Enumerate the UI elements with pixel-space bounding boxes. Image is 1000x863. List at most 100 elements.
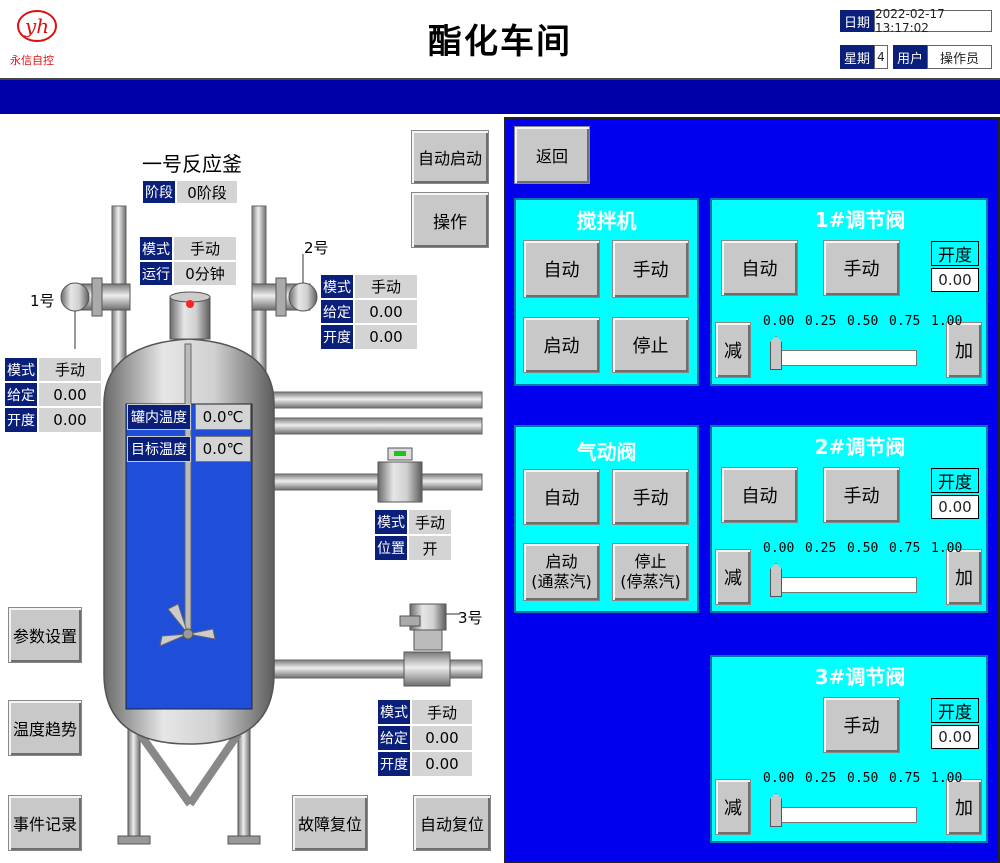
reg2-slider-thumb[interactable] [770,563,782,597]
reg3-tick-label: 1.00 [931,771,963,786]
inner-temp-value: 0.0℃ [195,404,251,430]
valve2-body [251,254,318,317]
reg2-decrease-button[interactable]: 减 [715,549,751,605]
valve2-mode-value: 手动 [354,274,418,299]
reg2-increase-button[interactable]: 加 [946,549,982,605]
valve1-tag: 1号 [30,292,55,310]
reg3-decrease-button[interactable]: 减 [715,779,751,835]
reg1-tick-label: 0.75 [889,314,921,329]
valve3-mode-label: 模式 [377,699,411,725]
reg2-tick-label: 0.00 [763,541,795,556]
gas-valve-start-button[interactable]: 启动 (通蒸汽) [523,543,600,601]
valve3-body [399,603,460,687]
header: yh 永信自控 酯化车间 日期 2022-02-17 13:17:02 星期 4… [0,0,1000,80]
valve1-mode-value: 手动 [38,357,102,382]
stirrer-shaft [184,343,192,635]
logo-text: 永信自控 [10,54,54,67]
operate-button[interactable]: 操作 [411,192,489,248]
reg2-tick-label: 0.25 [805,541,837,556]
company-logo-icon: yh [17,10,57,42]
date-label: 日期 [840,10,874,32]
reg3-increase-button[interactable]: 加 [946,779,982,835]
reg3-tick-label: 0.50 [847,771,879,786]
reg3-slider-track[interactable] [775,807,917,823]
user-value[interactable]: 操作员 [927,45,992,69]
valve2-set-value: 0.00 [354,299,418,324]
valve3-tag: 3号 [458,609,483,627]
reg2-open-label: 开度 [931,468,979,493]
stage-label: 阶段 [142,180,176,204]
inner-temp-label: 罐内温度 [127,404,191,430]
reg1-open-label: 开度 [931,241,979,266]
gas-valve-start-line1: 启动 [545,552,578,571]
reg1-open-value: 0.00 [931,268,979,292]
reactor-run-label: 运行 [139,261,173,286]
target-temp-value: 0.0℃ [195,436,251,462]
event-log-button[interactable]: 事件记录 [8,795,82,851]
reg1-increase-button[interactable]: 加 [946,322,982,378]
reg3-slider-thumb[interactable] [770,793,782,827]
reg2-auto-button[interactable]: 自动 [721,467,798,523]
date-value: 2022-02-17 13:17:02 [874,7,992,35]
reg1-auto-button[interactable]: 自动 [721,240,798,296]
reg1-manual-button[interactable]: 手动 [823,240,900,296]
gas-valve-manual-button[interactable]: 手动 [612,469,689,525]
valve2-mode-label: 模式 [320,274,354,299]
pneumatic-valve-body [377,447,423,503]
gas-valve-stop-button[interactable]: 停止 (停蒸汽) [612,543,689,601]
reg1-tick-label: 0.00 [763,314,795,329]
mixer-title: 搅拌机 [576,209,637,233]
reg1-tick-label: 0.50 [847,314,879,329]
reg3-tick-label: 0.25 [805,771,837,786]
auto-reset-button[interactable]: 自动复位 [413,795,491,851]
reg3-manual-button[interactable]: 手动 [823,697,900,753]
mixer-start-button[interactable]: 启动 [523,317,600,373]
reg1-decrease-button[interactable]: 减 [715,322,751,378]
weekday-value: 4 [874,45,888,69]
reg2-slider-track[interactable] [775,577,917,593]
reg2-tick-label: 1.00 [931,541,963,556]
reg2-manual-button[interactable]: 手动 [823,467,900,523]
reg2-tick-label: 0.50 [847,541,879,556]
valve3-set-label: 给定 [377,725,411,751]
mixer-auto-button[interactable]: 自动 [523,240,600,298]
valve1-open-value: 0.00 [38,407,102,433]
reactor-name: 一号反应釜 [142,152,242,176]
valve1-set-value: 0.00 [38,382,102,407]
reg2-title: 2#调节阀 [814,435,906,459]
valve2-open-label: 开度 [320,324,354,350]
temp-trend-button[interactable]: 温度趋势 [8,700,82,756]
valve1-mode-label: 模式 [4,357,38,382]
fault-reset-button[interactable]: 故障复位 [292,795,368,851]
reg3-title: 3#调节阀 [814,665,906,689]
weekday-label: 星期 [840,45,874,69]
stage-value: 0阶段 [176,180,238,204]
gas-valve-title: 气动阀 [576,440,637,464]
reg1-title: 1#调节阀 [814,208,906,232]
mixer-manual-button[interactable]: 手动 [612,240,689,298]
reg3-open-value: 0.00 [931,725,979,749]
target-temp-label: 目标温度 [127,436,191,462]
pneumatic-pos-value: 开 [408,535,452,561]
header-bar [0,80,1000,114]
page-title: 酯化车间 [428,22,572,62]
valve3-set-value: 0.00 [411,725,473,751]
back-button[interactable]: 返回 [514,126,590,184]
mixer-stop-button[interactable]: 停止 [612,317,689,373]
valve1-body [60,277,131,349]
reg1-slider-thumb[interactable] [770,336,782,370]
param-settings-button[interactable]: 参数设置 [8,607,82,663]
gas-valve-auto-button[interactable]: 自动 [523,469,600,525]
reg1-slider-track[interactable] [775,350,917,366]
reg1-tick-label: 0.25 [805,314,837,329]
valve2-set-label: 给定 [320,299,354,324]
svg-text:yh: yh [24,14,49,38]
valve2-tag: 2号 [304,239,329,257]
reg3-tick-label: 0.75 [889,771,921,786]
reg3-open-label: 开度 [931,698,979,723]
reg1-tick-label: 1.00 [931,314,963,329]
auto-start-button[interactable]: 自动启动 [411,130,489,184]
valve1-open-label: 开度 [4,407,38,433]
valve2-open-value: 0.00 [354,324,418,350]
gas-valve-stop-line1: 停止 [634,552,667,571]
